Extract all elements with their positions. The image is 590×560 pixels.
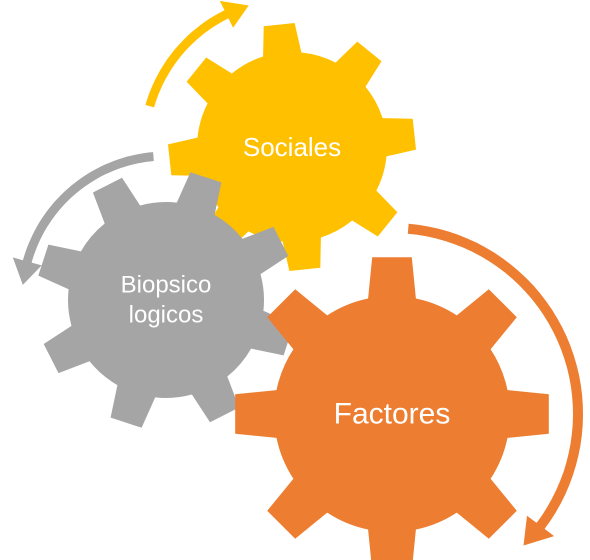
arrows-layer (12, 0, 583, 546)
gear-factores-shape (235, 257, 549, 560)
orange-arrow (407, 223, 583, 546)
gear-sociales-label: Sociales (243, 132, 341, 162)
gear-sociales-shape (168, 23, 416, 271)
gear-biopsico-label: Biopsico (121, 272, 212, 299)
gear-factores: Factores (235, 257, 549, 560)
gray-arrow (12, 152, 154, 285)
gear-biopsico-label: logicos (129, 302, 204, 329)
gear-biopsico: Biopsico logicos (38, 172, 294, 428)
gear-factores-label: Factores (334, 398, 451, 431)
yellow-arrow (145, 0, 249, 108)
gear-sociales: Sociales (168, 23, 416, 271)
gear-biopsico-shape (38, 172, 294, 428)
